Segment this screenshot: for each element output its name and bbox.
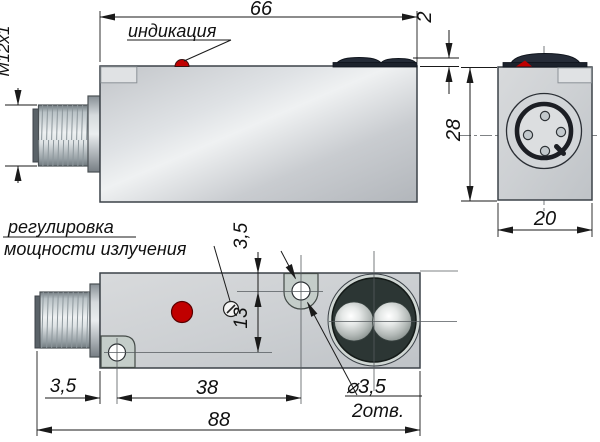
pin-bottom [539,145,551,157]
dim-66: 66 [250,0,273,20]
lens-base-end [502,62,588,68]
connector-thread-bottom [39,291,91,349]
connector-key-slot [554,144,566,156]
bottom-view-centerlines [104,251,458,404]
dim-m12x1: M12x1 [0,25,13,76]
connector-thread [37,104,90,167]
pin-right [555,126,567,138]
dim-88: 88 [208,409,230,431]
dim-2: 2 [414,11,436,23]
label-indication: индикация [128,21,217,41]
top-view [32,56,418,203]
body-notch-end [557,67,592,84]
body-notch [100,66,138,84]
note-hole-count: 2отв. [351,401,404,422]
lens-dome-end [510,52,581,64]
sensor-body-side [99,65,418,203]
connector-flange [87,95,101,173]
dim-3-5-top: 3,5 [231,222,252,249]
label-adjustment-line2: мощности излучения [4,239,187,259]
dimension-lines [3,11,593,436]
pin-left [522,129,534,141]
led-indicator-side [174,59,190,67]
connector-end-cap [32,108,39,163]
label-adjustment-line1: регулировка [7,217,114,237]
drawing-text: 66 2 M12x1 28 20 индикация регулировка м… [0,0,556,431]
led-indicator-bottom [170,300,194,324]
dim-20: 20 [533,208,556,230]
dim-3-5-left: 3,5 [50,376,77,397]
dim-13: 13 [231,307,252,329]
end-view [459,46,599,218]
connector-end-cap-bottom [34,295,41,349]
pin-top [539,110,551,122]
dim-28: 28 [443,119,465,142]
lens-domes-top [332,56,418,68]
led-indicator-end [516,60,532,67]
power-adjustment-screw [222,300,240,318]
bottom-view [34,251,458,404]
m12-connector-face [505,92,583,170]
note-hole-diameter: ⌀3,5 [346,376,387,398]
connector-flange-bottom [89,283,101,358]
dim-38: 38 [196,377,218,399]
